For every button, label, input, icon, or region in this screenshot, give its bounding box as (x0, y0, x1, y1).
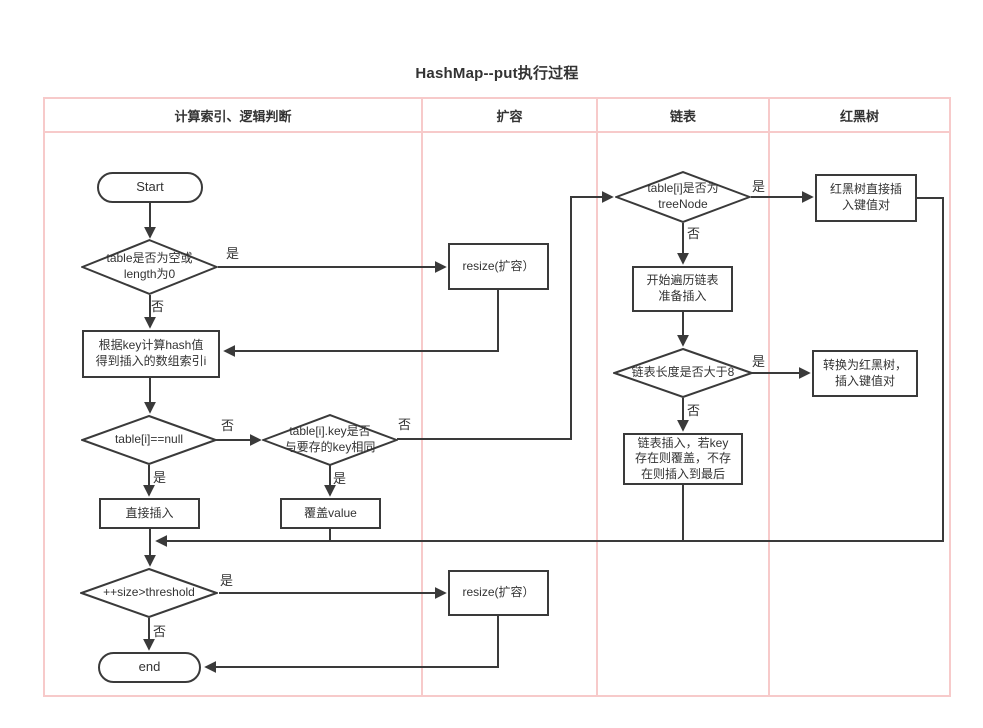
node-compute-hash-label: 根据key计算hash值 得到插入的数组索引i (95, 338, 207, 368)
diamond-shape (262, 414, 398, 466)
edge-label-length-no: 否 (687, 403, 701, 418)
node-convert-rbtree: 转换为红黑树， 插入键值对 (812, 350, 918, 397)
edge-label-key-yes: 是 (333, 471, 347, 486)
node-list-insert-label: 链表插入，若key 存在则覆盖，不存 在则插入到最后 (634, 435, 731, 481)
edge-label-key-no: 否 (398, 417, 412, 432)
node-direct-insert-label: 直接插入 (125, 505, 174, 520)
edge-label-treenode-no: 否 (687, 226, 701, 241)
node-check-table-empty: table是否为空或 length为0 (81, 239, 218, 295)
edge-resize1-to-hash (223, 290, 499, 357)
node-list-insert: 链表插入，若key 存在则覆盖，不存 在则插入到最后 (623, 433, 743, 485)
diamond-shape (81, 239, 218, 295)
node-compute-hash: 根据key计算hash值 得到插入的数组索引i (82, 330, 220, 378)
node-check-null: table[i]==null (81, 415, 217, 465)
page-title: HashMap--put执行过程 (415, 65, 579, 82)
node-traverse-list: 开始遍历链表 准备插入 (632, 266, 733, 312)
node-resize-1-label: resize(扩容） (462, 258, 535, 273)
diamond-shape (80, 568, 218, 618)
node-convert-rbtree-label: 转换为红黑树， 插入键值对 (822, 357, 907, 388)
node-start-label: Start (136, 179, 164, 195)
diamond-shape (613, 348, 753, 398)
node-resize-2-label: resize(扩容） (462, 585, 535, 600)
edge-label-null-no: 否 (221, 418, 235, 433)
diamond-shape (81, 415, 217, 465)
lane-header-rbtree: 红黑树 (770, 99, 949, 133)
node-check-null-label: table[i]==null (114, 432, 184, 447)
edge-label-treenode-yes: 是 (752, 179, 766, 194)
node-check-threshold: ++size>threshold (80, 568, 218, 618)
edge-label-empty-no: 否 (151, 299, 165, 314)
node-check-length-label: 链表长度是否大于8 (631, 365, 735, 380)
node-check-length: 链表长度是否大于8 (613, 348, 753, 398)
edge-label-null-yes: 是 (153, 470, 167, 485)
lane-header-index-logic: 计算索引、逻辑判断 (45, 99, 421, 133)
edge-key-no-to-treenode-check (397, 191, 614, 440)
edge-label-threshold-yes: 是 (220, 573, 234, 588)
lane-header-linked-list: 链表 (598, 99, 768, 133)
node-check-treenode-label: table[i]是否为 treeNode (647, 181, 719, 211)
node-rbtree-insert-label: 红黑树直接插 入键值对 (829, 182, 902, 212)
node-check-table-empty-label: table是否为空或 length为0 (106, 251, 193, 281)
edge-rbinsert-to-merge (155, 197, 944, 547)
node-resize-2: resize(扩容） (448, 570, 549, 616)
lane-linked-list: 链表 (596, 99, 768, 695)
diamond-shape (615, 171, 751, 223)
lane-header-resize: 扩容 (423, 99, 596, 133)
node-cover-value: 覆盖value (280, 498, 381, 529)
node-check-treenode: table[i]是否为 treeNode (615, 171, 751, 223)
lane-resize: 扩容 (421, 99, 596, 695)
edge-resize2-to-end (204, 616, 499, 673)
node-resize-1: resize(扩容） (448, 243, 549, 290)
edge-label-threshold-no: 否 (153, 624, 167, 639)
node-traverse-list-label: 开始遍历链表 准备插入 (646, 273, 719, 303)
lane-rbtree: 红黑树 (768, 99, 949, 695)
node-check-threshold-label: ++size>threshold (103, 585, 195, 600)
node-check-key-same-label: table[i].key是否 与要存的key相同 (284, 424, 376, 454)
node-end-label: end (138, 659, 161, 675)
node-end: end (98, 652, 201, 683)
edge-label-empty-yes: 是 (226, 246, 240, 261)
node-direct-insert: 直接插入 (99, 498, 200, 529)
node-rbtree-insert: 红黑树直接插 入键值对 (815, 174, 917, 222)
edge-label-length-yes: 是 (752, 354, 766, 369)
node-check-key-same: table[i].key是否 与要存的key相同 (262, 414, 398, 466)
lane-index-logic: 计算索引、逻辑判断 (45, 99, 421, 695)
node-start: Start (97, 172, 203, 203)
node-cover-value-label: 覆盖value (304, 505, 357, 520)
